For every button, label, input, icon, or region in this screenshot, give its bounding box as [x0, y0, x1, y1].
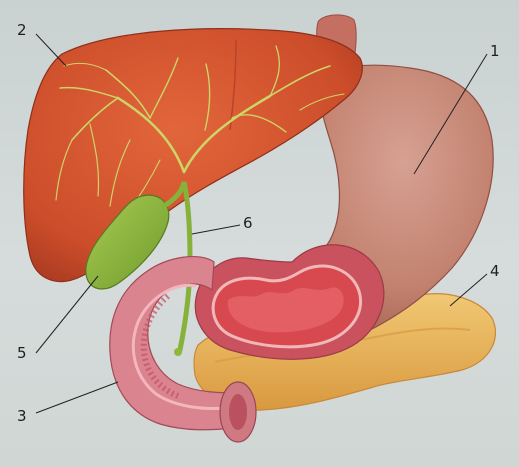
liver — [24, 29, 363, 282]
callout-1: 1 — [490, 44, 500, 59]
callout-4: 4 — [490, 264, 500, 279]
leader-line-3 — [36, 382, 118, 413]
callout-6: 6 — [243, 216, 253, 231]
callout-3: 3 — [17, 409, 27, 424]
duodenal-papilla — [174, 348, 182, 356]
duodenum-end-lumen — [229, 394, 247, 430]
leader-line-2 — [36, 34, 66, 66]
leader-line-5 — [36, 276, 98, 353]
callout-2: 2 — [17, 23, 27, 38]
callout-5: 5 — [17, 346, 27, 361]
leader-line-6 — [192, 225, 240, 234]
